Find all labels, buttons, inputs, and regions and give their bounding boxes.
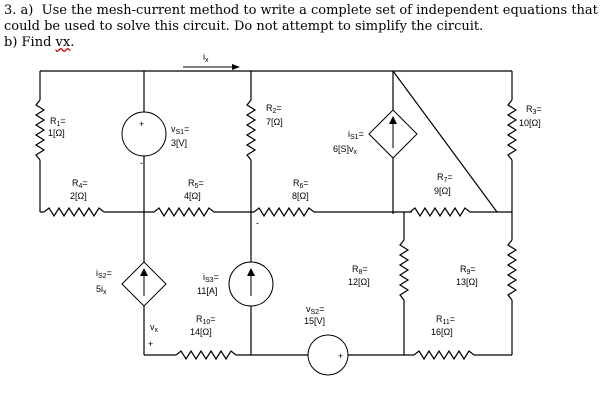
svg-text:2[Ω]: 2[Ω] (70, 191, 87, 201)
resistor-r10: R10= 14[Ω] (175, 314, 237, 361)
resistor-r2: R2= 7[Ω] (245, 99, 283, 161)
svg-text:R2=: R2= (266, 103, 282, 115)
vx-marker: vx + - (148, 218, 259, 349)
svg-text:R8=: R8= (352, 264, 368, 276)
resistor-r8: R8= 12[Ω] (348, 239, 410, 301)
svg-text:R11=: R11= (436, 314, 455, 326)
resistor-r6: R6= 8[Ω] (253, 178, 315, 218)
part-a-text: Use the mesh-current method to write a c… (4, 3, 598, 34)
svg-text:-: - (256, 218, 259, 228)
svg-text:1[Ω]: 1[Ω] (48, 128, 65, 138)
svg-text:16[Ω]: 16[Ω] (431, 327, 453, 337)
svg-text:+: + (148, 339, 153, 349)
svg-text:R7=: R7= (437, 172, 453, 184)
dependent-current-source-is2: iS2= 5ix (96, 261, 167, 307)
resistor-r3: R3= 10[Ω] (506, 99, 542, 161)
svg-text:3[V]: 3[V] (171, 138, 187, 148)
svg-text:R9=: R9= (460, 264, 476, 276)
svg-text:7[Ω]: 7[Ω] (266, 117, 283, 127)
svg-text:iS1=: iS1= (348, 129, 364, 141)
svg-text:vS1=: vS1= (171, 124, 189, 136)
svg-text:R4=: R4= (72, 178, 88, 190)
resistor-r1: R1= 1[Ω] (34, 99, 66, 161)
svg-text:4[Ω]: 4[Ω] (184, 191, 201, 201)
svg-text:10[Ω]: 10[Ω] (519, 118, 541, 128)
svg-text:R1=: R1= (50, 116, 66, 128)
svg-text:15[V]: 15[V] (304, 316, 325, 326)
part-b: b) Find vx. (4, 35, 602, 51)
svg-text:R6=: R6= (293, 178, 309, 190)
svg-text:R10=: R10= (196, 314, 216, 326)
svg-text:-: - (140, 158, 143, 168)
svg-text:vx: vx (150, 322, 159, 334)
current-ix-label: ix (203, 52, 209, 64)
svg-text:vS2=: vS2= (306, 304, 324, 316)
svg-text:14[Ω]: 14[Ω] (190, 327, 212, 337)
dependent-current-source-is1: iS1= 6[S]vx (333, 109, 418, 159)
svg-text:12[Ω]: 12[Ω] (348, 277, 370, 287)
svg-text:8[Ω]: 8[Ω] (292, 191, 309, 201)
part-b-target: vx (55, 35, 71, 50)
svg-text:R3=: R3= (526, 104, 542, 116)
svg-text:5ix: 5ix (96, 284, 107, 296)
problem-statement: 3. a) Use the mesh-current method to wri… (4, 3, 602, 51)
part-a-label: 3. a) (4, 3, 34, 18)
circuit-wires (39, 70, 513, 356)
resistor-r5: R5= 4[Ω] (153, 178, 215, 218)
resistor-r7: R7= 9[Ω] (409, 172, 471, 218)
resistor-r9: R9= 13[Ω] (456, 239, 518, 301)
part-b-label: b) Find (4, 35, 52, 50)
svg-text:iS3=: iS3= (203, 272, 219, 284)
current-source-is3: iS3= 11[A] (197, 261, 274, 307)
part-b-end: . (70, 35, 75, 50)
svg-text:+: + (139, 119, 144, 129)
resistor-r4: R4= 2[Ω] (43, 178, 105, 218)
part-a: 3. a) Use the mesh-current method to wri… (4, 3, 602, 35)
voltage-source-vs1: + - vS1= 3[V] (121, 111, 189, 168)
svg-text:9[Ω]: 9[Ω] (434, 186, 451, 196)
svg-text:+: + (338, 351, 343, 361)
current-ix-arrow: ix (183, 52, 240, 70)
voltage-source-vs2: + vS2= 15[V] (304, 304, 349, 376)
svg-text:13[Ω]: 13[Ω] (456, 277, 478, 287)
svg-text:11[A]: 11[A] (197, 286, 217, 296)
svg-text:6[S]vx: 6[S]vx (333, 144, 358, 156)
svg-text:R5=: R5= (188, 178, 204, 190)
svg-text:iS2=: iS2= (96, 268, 112, 280)
resistor-r11: R11= 16[Ω] (413, 314, 475, 361)
